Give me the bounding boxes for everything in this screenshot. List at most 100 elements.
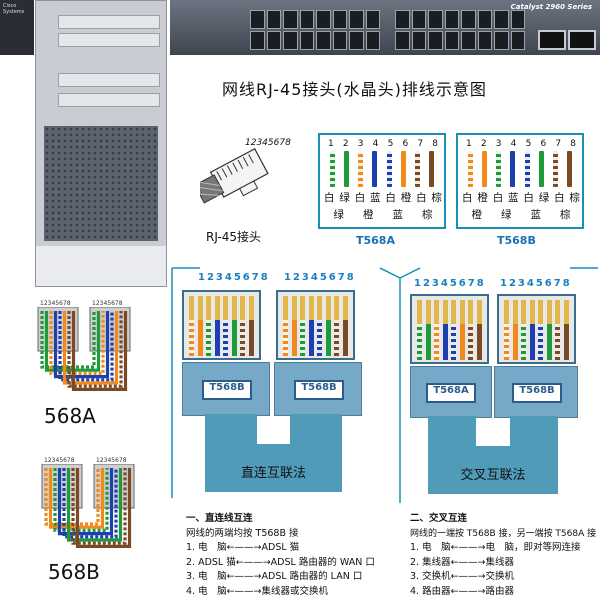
notes-item: 1. 电 脑←——→电 脑，即对等网连接 (410, 542, 581, 553)
switch-port (510, 10, 525, 29)
wire (308, 320, 314, 356)
notes-straight: 一、直连线互连 网线的两端均按 T568B 接 1. 电 脑←——→ADSL 猫… (186, 512, 411, 599)
wire (524, 151, 530, 187)
wire (417, 324, 422, 360)
pin-number: 8 (570, 139, 576, 149)
u568a-pins-left: 12345678 (40, 300, 71, 307)
switch-port (395, 10, 410, 29)
rj45-plug-icon (200, 148, 269, 204)
wire (468, 151, 473, 187)
wire (231, 320, 237, 356)
plug-label: RJ-45接头 (206, 230, 262, 244)
wire (512, 324, 518, 360)
wire (496, 151, 502, 187)
wire-color-label: 棕 (422, 209, 433, 221)
contact-pin (538, 300, 544, 324)
vent-grille (44, 126, 158, 241)
contact-pins (283, 296, 348, 320)
contact-pin (555, 300, 561, 324)
cross-tag-right: T568B (512, 383, 562, 403)
switch-port (428, 31, 443, 50)
cross-cable (428, 416, 476, 446)
contact-pin (308, 296, 314, 320)
contact-pin (240, 296, 246, 320)
switch-port (444, 10, 459, 29)
pin-number: 4 (372, 139, 379, 149)
wire (504, 324, 509, 360)
wire (521, 324, 527, 360)
plug-wires (283, 320, 348, 356)
contact-pin (317, 296, 323, 320)
notes-subheading: 网线的两端均按 T568B 接 (186, 527, 299, 539)
straight-label: 直连互联法 (240, 466, 306, 481)
contact-pin (546, 300, 552, 324)
notes-item: 3. 电 脑←——→ADSL 路由器的 LAN 口 (186, 571, 363, 582)
contact-pins (417, 300, 482, 324)
wire (214, 320, 220, 356)
wire-color-label: 白 (354, 192, 366, 204)
switch-port (494, 31, 509, 50)
wire-color-label: 橙 (477, 192, 488, 204)
wire-color-label: 棕 (431, 192, 442, 204)
pc-tower (35, 0, 167, 287)
contact-pin (512, 300, 518, 324)
u568b-pins-left: 12345678 (44, 457, 75, 464)
wire-color-label: 橙 (471, 209, 483, 221)
page-title: 网线RJ-45接头(水晶头)排线示意图 (222, 80, 487, 99)
switch-port (332, 31, 347, 50)
wire (197, 320, 203, 356)
cross-plug-left (410, 294, 489, 364)
mini-wire (49, 311, 105, 375)
pin-number: 1 (328, 139, 334, 149)
cross-tag-left: T568A (426, 383, 476, 403)
color-row-2: 绿橙蓝棕 (324, 207, 442, 222)
contact-pin (425, 300, 431, 324)
drive-bay (58, 93, 160, 107)
wire-color-label: 白 (523, 192, 534, 204)
contact-pin (283, 296, 288, 320)
switch-port (365, 10, 380, 29)
contact-pin (189, 296, 194, 320)
contact-pins (504, 300, 569, 324)
contact-pin (197, 296, 203, 320)
mini-connector (93, 464, 135, 509)
wire-color-label: 白 (492, 192, 504, 204)
wire (372, 151, 378, 187)
mini-connector (37, 307, 79, 352)
mini-wire (53, 311, 110, 379)
straight-pins-left: 12345678 (198, 272, 270, 283)
contact-pin (521, 300, 527, 324)
straight-cable (205, 414, 257, 444)
notes-subheading: 网线的一端按 T568B 接，另一端按 T568A 接 (410, 528, 597, 539)
wire (386, 151, 392, 187)
pin-number: 1 (466, 139, 472, 149)
pin-number: 8 (432, 139, 438, 149)
contact-pin (248, 296, 254, 320)
pin-number: 7 (417, 139, 424, 149)
notes-item: 4. 电 脑←——→集线器或交换机 (186, 585, 329, 597)
contact-pin (434, 300, 440, 324)
contact-pin (563, 300, 569, 324)
mini-wire (67, 311, 123, 388)
pin-number: 6 (540, 139, 547, 149)
pin-number: 3 (357, 139, 364, 149)
io-panel (36, 246, 166, 286)
wire (552, 151, 558, 187)
mini-wire (62, 311, 119, 385)
plug-wires (417, 324, 482, 360)
wire-color-label: 绿 (339, 192, 350, 204)
color-row-2: 橙绿蓝棕 (462, 207, 580, 222)
switch-port (332, 10, 347, 29)
network-switch: Catalyst 2960 Series (170, 0, 600, 55)
plug-pin-numbers: 12345678 (245, 138, 291, 148)
contact-pin (476, 300, 482, 324)
uplink-port (538, 30, 566, 50)
wire (538, 324, 544, 360)
contact-pin (334, 296, 340, 320)
wire (189, 320, 194, 356)
wire (529, 324, 535, 360)
notes-item: 1. 电 脑←——→ADSL 猫 (186, 542, 300, 553)
wire (555, 324, 561, 360)
u568b-label: 568B (48, 560, 100, 584)
